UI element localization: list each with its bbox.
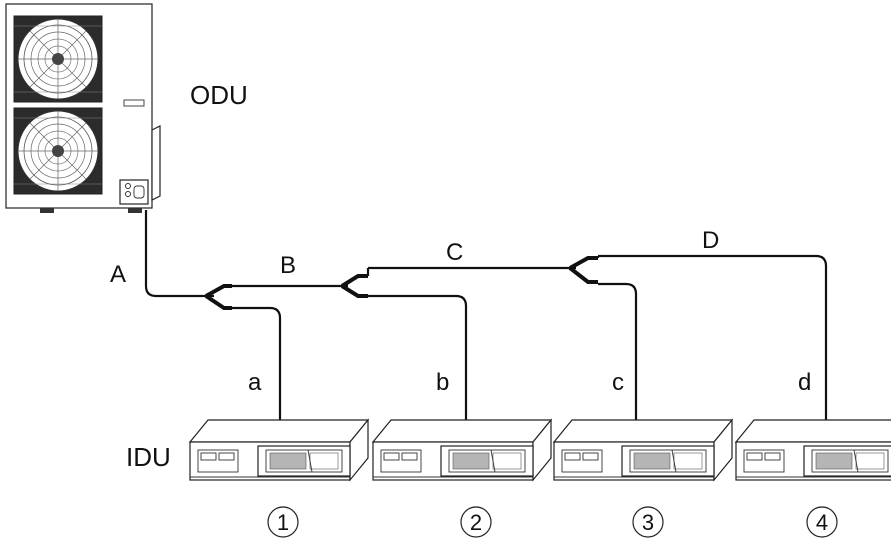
unit-number-1-text: 1: [277, 510, 289, 535]
pipe-label-d: d: [798, 369, 811, 396]
indoor-unit-4: [735, 419, 891, 481]
pipe-label-a: a: [248, 369, 262, 396]
piping-network: [144, 210, 828, 420]
idu-label: IDU: [126, 442, 171, 472]
unit-number-3-text: 3: [642, 510, 654, 535]
indoor-unit-2: [372, 419, 552, 481]
pipe-label-b: b: [436, 369, 449, 396]
odu-label: ODU: [190, 80, 248, 110]
indoor-unit-1: [189, 419, 369, 481]
unit-number-2-text: 2: [470, 510, 482, 535]
indoor-unit-3: [553, 419, 733, 481]
pipe-label-A: A: [110, 261, 126, 288]
unit-number-2: 2: [460, 506, 492, 538]
unit-number-3: 3: [632, 506, 664, 538]
pipe-label-C: C: [446, 239, 463, 266]
pipe-label-c: c: [612, 369, 624, 396]
outdoor-unit: [5, 3, 161, 213]
unit-number-4: 4: [806, 506, 838, 538]
unit-number-4-text: 4: [816, 510, 828, 535]
pipe-label-B: B: [280, 252, 296, 279]
pipe-label-D: D: [702, 227, 719, 254]
unit-number-1: 1: [267, 506, 299, 538]
